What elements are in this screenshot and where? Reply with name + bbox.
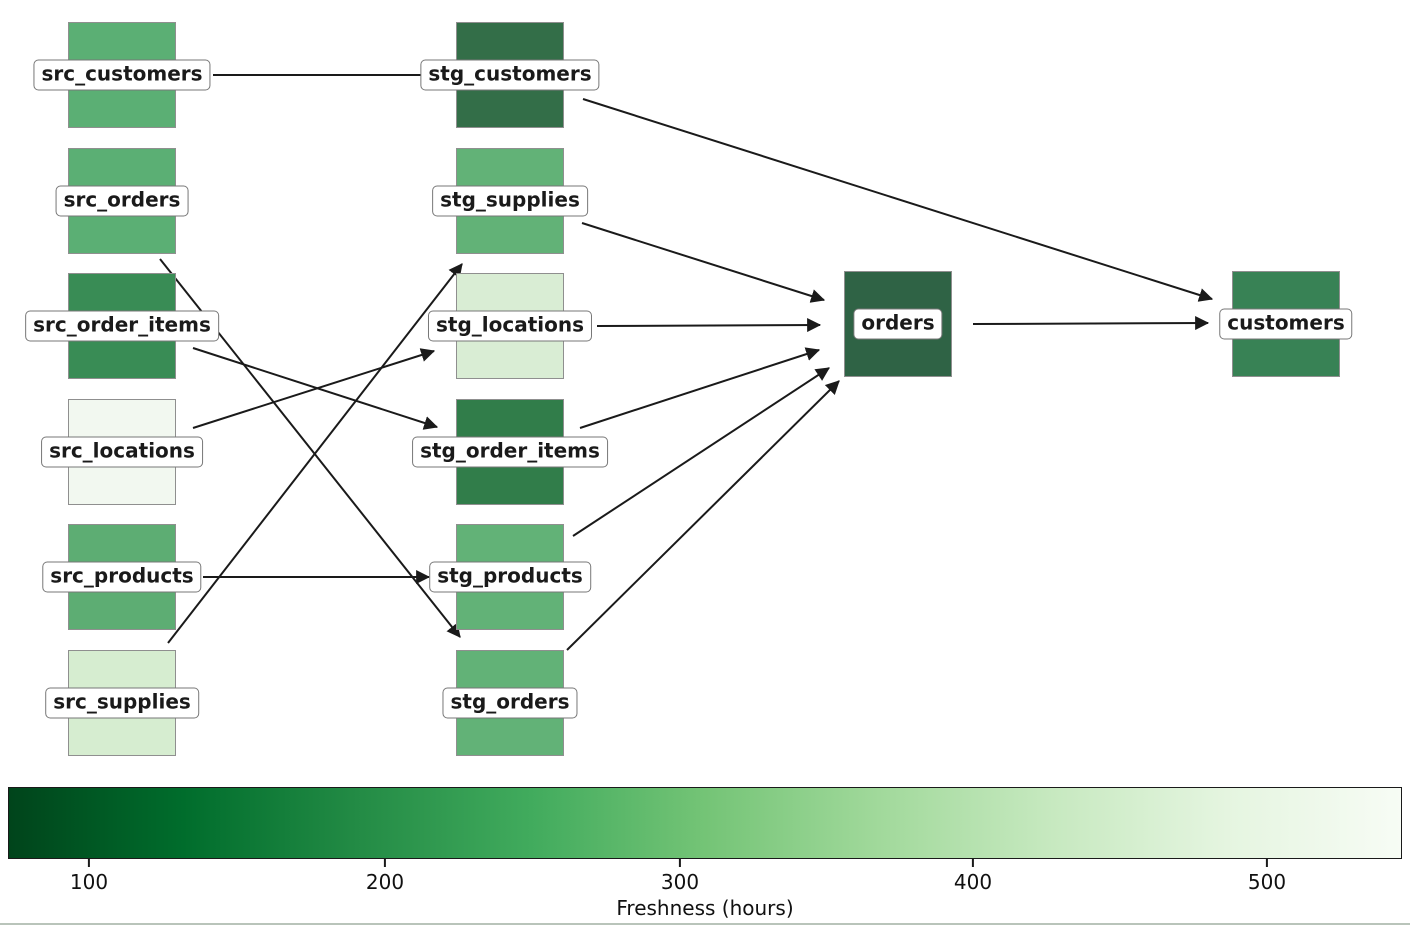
edge-src_order_items-stg_order_items (192, 347, 439, 430)
colorbar-tick-100: 100 (70, 859, 108, 894)
tick-mark (384, 859, 386, 867)
node-label-src_order_items: src_order_items (25, 310, 219, 342)
colorbar-tick-400: 400 (954, 859, 992, 894)
node-label-src_supplies: src_supplies (45, 687, 199, 719)
tick-mark (972, 859, 974, 867)
tick-mark (88, 859, 90, 867)
edge-stg_supplies-orders (581, 222, 826, 303)
node-label-orders: orders (853, 308, 943, 340)
node-label-src_customers: src_customers (33, 59, 211, 91)
freshness-colorbar (8, 787, 1402, 859)
node-label-src_products: src_products (42, 561, 202, 593)
figure-bottom-border (0, 923, 1410, 925)
colorbar-tick-200: 200 (366, 859, 404, 894)
edge-stg_orders-orders (566, 380, 840, 651)
node-label-stg_customers: stg_customers (420, 59, 600, 91)
node-label-src_orders: src_orders (55, 185, 189, 217)
tick-label: 500 (1247, 870, 1287, 894)
node-label-stg_supplies: stg_supplies (432, 185, 588, 217)
node-label-src_locations: src_locations (41, 436, 203, 468)
tick-mark (679, 859, 681, 867)
node-label-stg_locations: stg_locations (427, 310, 593, 342)
node-label-customers: customers (1219, 308, 1353, 340)
edge-src_supplies-stg_supplies (167, 263, 463, 644)
tick-label: 200 (365, 870, 405, 894)
node-label-stg_orders: stg_orders (442, 687, 578, 719)
edge-src_locations-stg_locations (192, 348, 436, 429)
tick-label: 400 (953, 870, 993, 894)
colorbar-tick-500: 500 (1248, 859, 1286, 894)
edge-orders-customers (972, 316, 1210, 331)
colorbar-tick-300: 300 (661, 859, 699, 894)
edge-stg_products-orders (572, 367, 830, 537)
tick-label: 100 (69, 870, 109, 894)
edge-stg_locations-orders (596, 318, 822, 333)
edge-stg_customers-customers (582, 98, 1214, 302)
colorbar-axis-label: Freshness (hours) (616, 896, 794, 920)
node-label-stg_products: stg_products (429, 561, 591, 593)
node-label-stg_order_items: stg_order_items (412, 436, 608, 468)
tick-mark (1266, 859, 1268, 867)
edge-stg_order_items-orders (579, 347, 821, 429)
tick-label: 300 (660, 870, 700, 894)
